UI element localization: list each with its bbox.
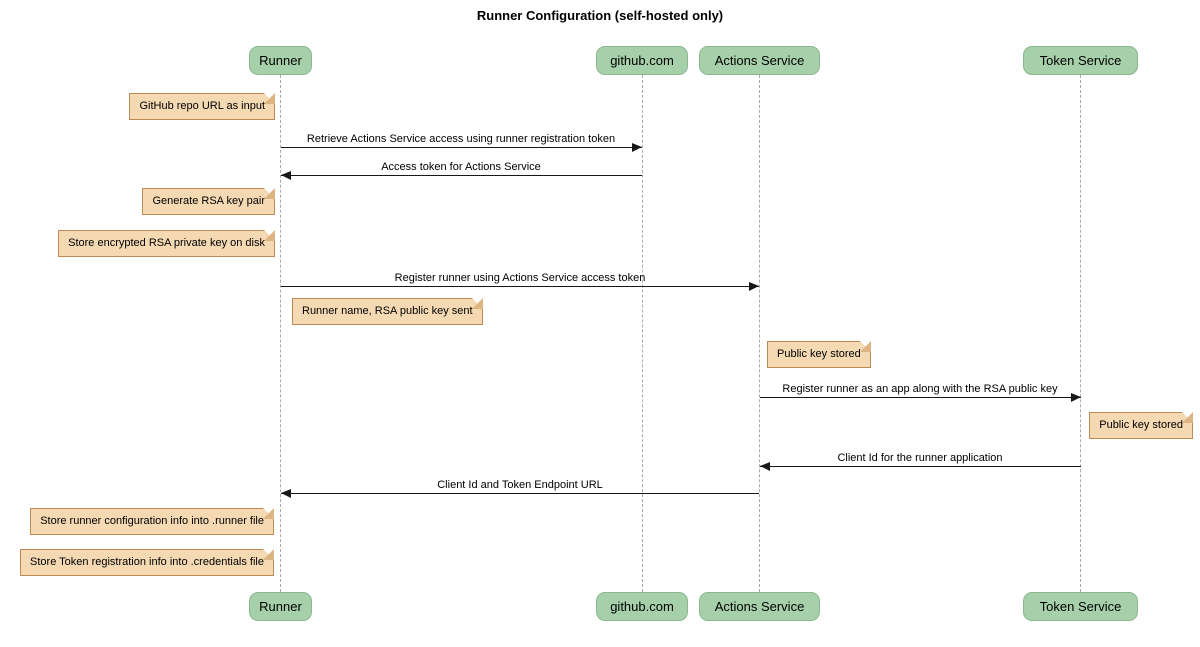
message-label: Access token for Actions Service — [381, 161, 541, 173]
diagram-title: Runner Configuration (self-hosted only) — [476, 8, 724, 23]
note: Public key stored — [1089, 412, 1193, 439]
lifeline-actions-service — [759, 75, 760, 592]
message-arrow — [281, 282, 759, 291]
participant-runner-top: Runner — [249, 46, 312, 75]
participant-token-service-top: Token Service — [1023, 46, 1138, 75]
message-arrow — [281, 489, 759, 498]
message-arrow — [760, 393, 1081, 402]
lifeline-token-service — [1080, 75, 1081, 592]
participant-runner-bottom: Runner — [249, 592, 312, 621]
note: Public key stored — [767, 341, 871, 368]
participant-actions-service-bottom: Actions Service — [699, 592, 820, 621]
note: Generate RSA key pair — [142, 188, 275, 215]
participant-actions-service-top: Actions Service — [699, 46, 820, 75]
message-arrow — [760, 462, 1081, 471]
message-arrow — [281, 143, 642, 152]
lifeline-runner — [280, 75, 281, 592]
note: Store runner configuration info into .ru… — [30, 508, 274, 535]
note: Store encrypted RSA private key on disk — [58, 230, 275, 257]
note: GitHub repo URL as input — [129, 93, 275, 120]
participant-github-top: github.com — [596, 46, 688, 75]
lifeline-github — [642, 75, 643, 592]
message-label: Retrieve Actions Service access using ru… — [306, 133, 616, 145]
message-arrow — [281, 171, 642, 180]
message-label: Client Id for the runner application — [837, 452, 1003, 464]
message-label: Client Id and Token Endpoint URL — [437, 479, 603, 491]
participant-token-service-bottom: Token Service — [1023, 592, 1138, 621]
message-label: Register runner using Actions Service ac… — [394, 272, 646, 284]
message-label: Register runner as an app along with the… — [782, 383, 1058, 395]
note: Store Token registration info into .cred… — [20, 549, 274, 576]
note: Runner name, RSA public key sent — [292, 298, 483, 325]
participant-github-bottom: github.com — [596, 592, 688, 621]
